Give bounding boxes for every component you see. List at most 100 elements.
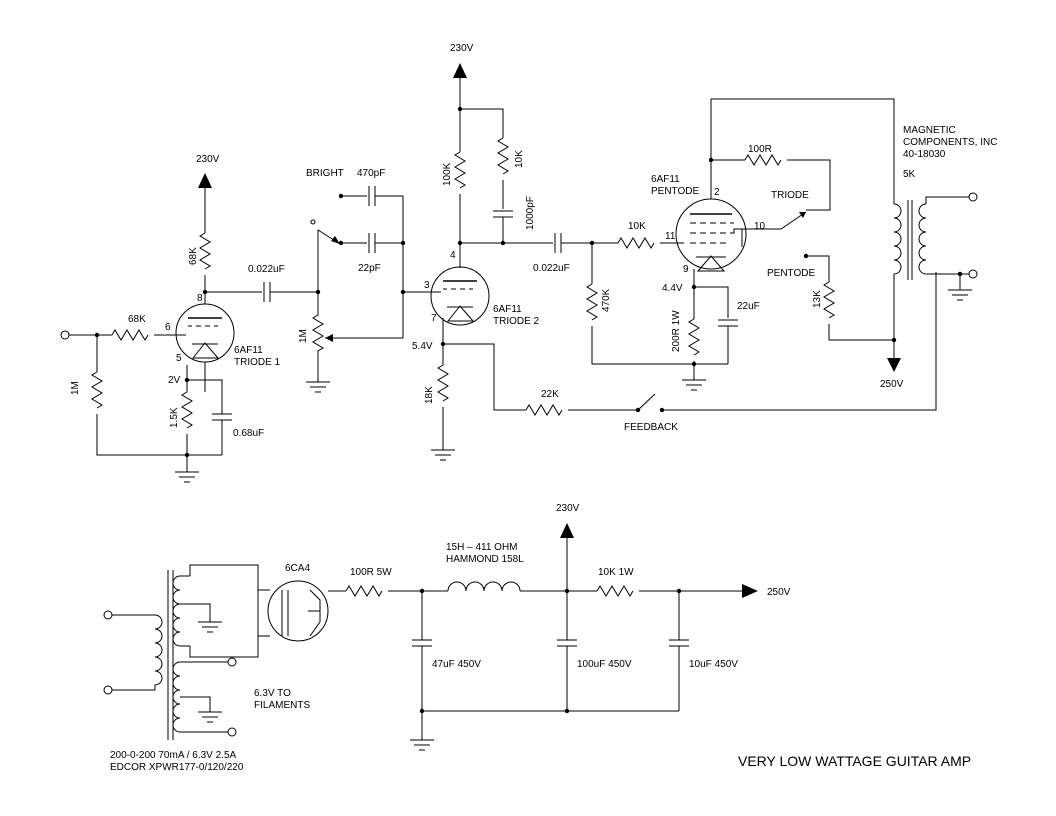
tone-volume-network: BRIGHT 470pF 22pF 1M (298, 168, 431, 393)
svg-text:4.4V: 4.4V (662, 283, 683, 294)
svg-text:1M: 1M (298, 329, 309, 343)
pentode-resistor-13k: 13K (812, 281, 835, 319)
svg-text:2: 2 (714, 187, 720, 198)
ground-icon (175, 471, 199, 483)
svg-text:470pF: 470pF (357, 168, 385, 179)
svg-text:COMPONENTS, INC: COMPONENTS, INC (903, 137, 997, 148)
svg-text:6CA4: 6CA4 (285, 563, 310, 574)
svg-text:230V: 230V (450, 43, 474, 54)
svg-text:TRIODE: TRIODE (771, 190, 809, 201)
svg-text:22uF: 22uF (737, 301, 760, 312)
triode-1-cathode-circuit: 2V 1.5K 0.68uF (168, 362, 264, 483)
feedback-resistor: 22K (525, 389, 563, 416)
svg-text:FEEDBACK: FEEDBACK (624, 422, 678, 433)
svg-text:6.3V TO: 6.3V TO (254, 688, 291, 699)
speaker-jack-hot[interactable] (968, 192, 978, 202)
psu-filter: 100R 5W 15H – 411 OHM HAMMOND 158L 230V … (345, 503, 791, 751)
svg-text:68K: 68K (188, 247, 199, 265)
power-transformer: 6.3V TO FILAMENTS 200-0-200 70mA / 6.3V … (103, 564, 310, 773)
speaker-jack-ground[interactable] (968, 269, 978, 279)
filament-terminal-1[interactable] (227, 657, 237, 667)
pentode-input: 470K 10K 11 (586, 221, 728, 367)
ground-icon (198, 621, 222, 633)
cathode-resistor-200r: 200R 1W (671, 310, 700, 356)
coupling-capacitor-1: 0.022uF (248, 264, 285, 302)
svg-text:7: 7 (431, 313, 437, 324)
triode-1-tube: 8 5 6AF11 TRIODE 1 (175, 293, 281, 368)
svg-text:250V: 250V (880, 379, 904, 390)
svg-text:22K: 22K (541, 389, 559, 400)
cathode-bypass-22uf: 22uF (718, 301, 760, 327)
svg-text:470K: 470K (601, 288, 612, 312)
svg-text:6: 6 (165, 322, 171, 333)
svg-text:6AF11: 6AF11 (234, 345, 263, 356)
filament-terminal-2[interactable] (227, 727, 237, 737)
triode-2-plate-circuit: 230V 100K 10K 1000pF 0.022uF (442, 43, 618, 274)
svg-text:100K: 100K (442, 162, 453, 186)
svg-text:TRIODE 1: TRIODE 1 (234, 357, 281, 368)
pentode-tube: 2 9 10 6AF11 PENTODE (651, 160, 766, 275)
grid-stopper-10k: 10K (617, 221, 655, 249)
volume-pot: 1M (298, 292, 404, 382)
svg-text:MAGNETIC: MAGNETIC (903, 125, 956, 136)
triode-1-plate-circuit: 230V 68K 0.022uF (188, 154, 321, 304)
svg-text:FILAMENTS: FILAMENTS (254, 700, 310, 711)
svg-text:0.68uF: 0.68uF (233, 428, 264, 439)
svg-text:100R 5W: 100R 5W (350, 567, 392, 578)
svg-text:5K: 5K (903, 169, 916, 180)
bright-switch-pivot[interactable] (310, 219, 316, 225)
svg-text:4: 4 (450, 250, 456, 261)
svg-text:10K 1W: 10K 1W (598, 567, 634, 578)
ground-icon (306, 381, 330, 393)
svg-text:PENTODE: PENTODE (767, 268, 815, 279)
output-transformer: 250V MAGNETIC COMPONENTS, INC 40-18030 5… (710, 98, 997, 390)
svg-text:230V: 230V (196, 154, 220, 165)
input-jack[interactable] (60, 330, 70, 340)
input-stage: 1M 68K 6 (60, 314, 222, 456)
cathode-resistor-1: 1.5K (169, 391, 193, 429)
svg-text:1.5K: 1.5K (169, 407, 180, 428)
pentode-cathode-circuit: 4.4V 200R 1W 22uF (662, 269, 760, 391)
svg-text:10: 10 (754, 221, 766, 232)
svg-text:0.022uF: 0.022uF (533, 263, 570, 274)
svg-text:BRIGHT: BRIGHT (306, 168, 344, 179)
rectifier-resistor-100r: 100R 5W (345, 567, 392, 597)
svg-text:10K: 10K (514, 150, 525, 168)
svg-text:13K: 13K (812, 290, 823, 308)
pentode-plate-switch: 100R TRIODE PENTODE 13K (708, 144, 897, 343)
psu-resistor-10k: 10K 1W (596, 567, 634, 597)
svg-text:9: 9 (683, 264, 689, 275)
svg-text:15H – 411 OHM: 15H – 411 OHM (446, 542, 518, 553)
svg-text:200-0-200 70mA / 6.3V 2.5A: 200-0-200 70mA / 6.3V 2.5A (110, 750, 237, 761)
ground-icon (948, 274, 972, 301)
capacitor-22pf: 22pF (358, 233, 381, 274)
plate-resistor-2: 100K (442, 151, 466, 189)
svg-text:0.022uF: 0.022uF (248, 264, 285, 275)
svg-text:PENTODE: PENTODE (651, 186, 699, 197)
ground-icon (431, 449, 455, 461)
svg-text:100uF 450V: 100uF 450V (577, 659, 632, 670)
mains-terminal-2[interactable] (103, 685, 113, 695)
svg-text:18K: 18K (424, 386, 435, 404)
bright-capacitor-470pf: 470pF (357, 168, 385, 206)
svg-text:HAMMOND 158L: HAMMOND 158L (446, 554, 524, 565)
svg-text:TRIODE 2: TRIODE 2 (493, 316, 540, 327)
mains-terminal-1[interactable] (103, 610, 113, 620)
svg-text:250V: 250V (767, 587, 791, 598)
svg-text:22pF: 22pF (358, 263, 381, 274)
triode-2-cathode-circuit: 5.4V 18K 22K FEEDBACK (412, 272, 937, 461)
ground-icon (410, 739, 434, 751)
svg-text:200R 1W: 200R 1W (671, 310, 682, 352)
triode-2-tube: 4 3 7 6AF11 TRIODE 2 (424, 250, 540, 327)
grid-leak-resistor: 1M (70, 371, 103, 409)
svg-text:10K: 10K (628, 221, 646, 232)
supply-arrow-icon (560, 523, 574, 538)
cathode-resistor-2: 18K (424, 364, 449, 404)
svg-text:10uF 450V: 10uF 450V (689, 659, 738, 670)
supply-arrow-icon (198, 173, 212, 188)
svg-text:6AF11: 6AF11 (493, 304, 522, 315)
svg-text:11: 11 (665, 231, 676, 242)
screen-resistor-100r: 100R (744, 144, 782, 166)
svg-text:6AF11: 6AF11 (651, 174, 680, 185)
